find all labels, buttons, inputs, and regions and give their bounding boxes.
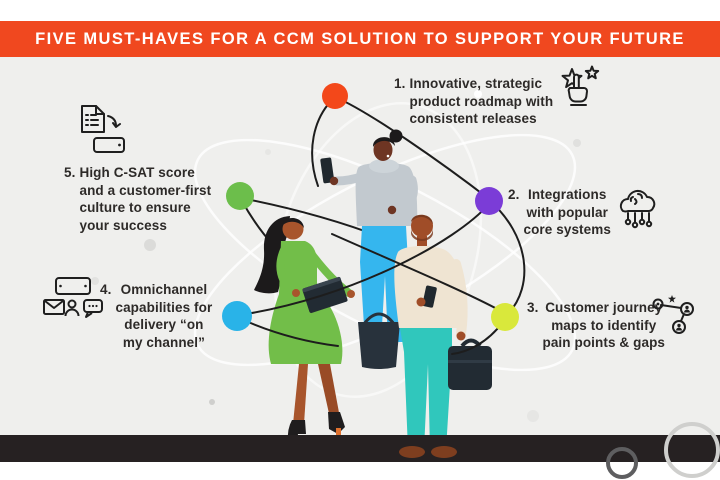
ai-cloud-icon — [611, 185, 665, 233]
point-2-dot — [475, 187, 503, 215]
point-1-dot — [322, 83, 348, 109]
floor — [0, 435, 720, 462]
point-3: 3. Customer journey maps to identify pai… — [527, 299, 665, 352]
orbit-dots — [222, 83, 519, 331]
person-center-woman — [320, 129, 418, 369]
handbag — [362, 312, 396, 325]
man-shoe — [431, 446, 457, 458]
point-5-line: your success — [79, 217, 167, 233]
journey-map-icon — [651, 294, 699, 338]
point-3-line: maps to identify — [551, 317, 657, 333]
point-2-number: 2. — [508, 187, 520, 202]
tap-stars-icon — [554, 62, 606, 114]
omnichannel-icon — [42, 276, 104, 324]
point-1: 1. Innovative, strategic product roadmap… — [394, 75, 553, 128]
point-4-number: 4. — [100, 282, 112, 297]
point-3-line: pain points & gaps — [542, 335, 666, 350]
point-1-line: Innovative, strategic — [409, 76, 543, 91]
point-4-line: my channel” — [122, 334, 205, 350]
decorative-dots — [91, 90, 581, 422]
point-2-line: with popular — [526, 204, 608, 220]
point-4-line: capabilities for — [115, 299, 213, 315]
point-1-line: consistent releases — [409, 111, 537, 126]
floor-rings — [606, 422, 720, 479]
point-2: 2. Integrations with popular core system… — [508, 186, 611, 239]
page-title: FIVE MUST-HAVES FOR A CCM SOLUTION TO SU… — [35, 30, 685, 48]
briefcase — [448, 346, 492, 390]
point-4-line: Omnichannel — [120, 282, 208, 297]
point-1-line: product roadmap with — [409, 93, 554, 109]
point-5-line: and a customer-first — [79, 182, 212, 198]
man-shoe — [399, 446, 425, 458]
point-5-dot — [226, 182, 254, 210]
point-3-number: 3. — [527, 300, 539, 315]
point-4: 4. Omnichannel capabilities for delivery… — [100, 281, 212, 351]
point-4-line: delivery “on — [124, 317, 204, 332]
header-banner: FIVE MUST-HAVES FOR A CCM SOLUTION TO SU… — [0, 21, 720, 57]
point-5-line: culture to ensure — [79, 200, 191, 215]
point-3-dot — [491, 303, 519, 331]
point-1-number: 1. — [394, 76, 406, 91]
point-2-line: Integrations — [527, 187, 607, 202]
person-left-woman — [254, 216, 355, 441]
point-5-line: High C-SAT score — [79, 165, 195, 180]
point-2-line: core systems — [523, 222, 611, 237]
point-5: 5. High C-SAT score and a customer-first… — [64, 164, 211, 234]
point-3-line: Customer journey — [545, 300, 663, 315]
person-right-man — [394, 214, 492, 459]
point-4-dot — [222, 301, 252, 331]
report-device-icon — [74, 104, 134, 158]
point-5-number: 5. — [64, 165, 76, 180]
